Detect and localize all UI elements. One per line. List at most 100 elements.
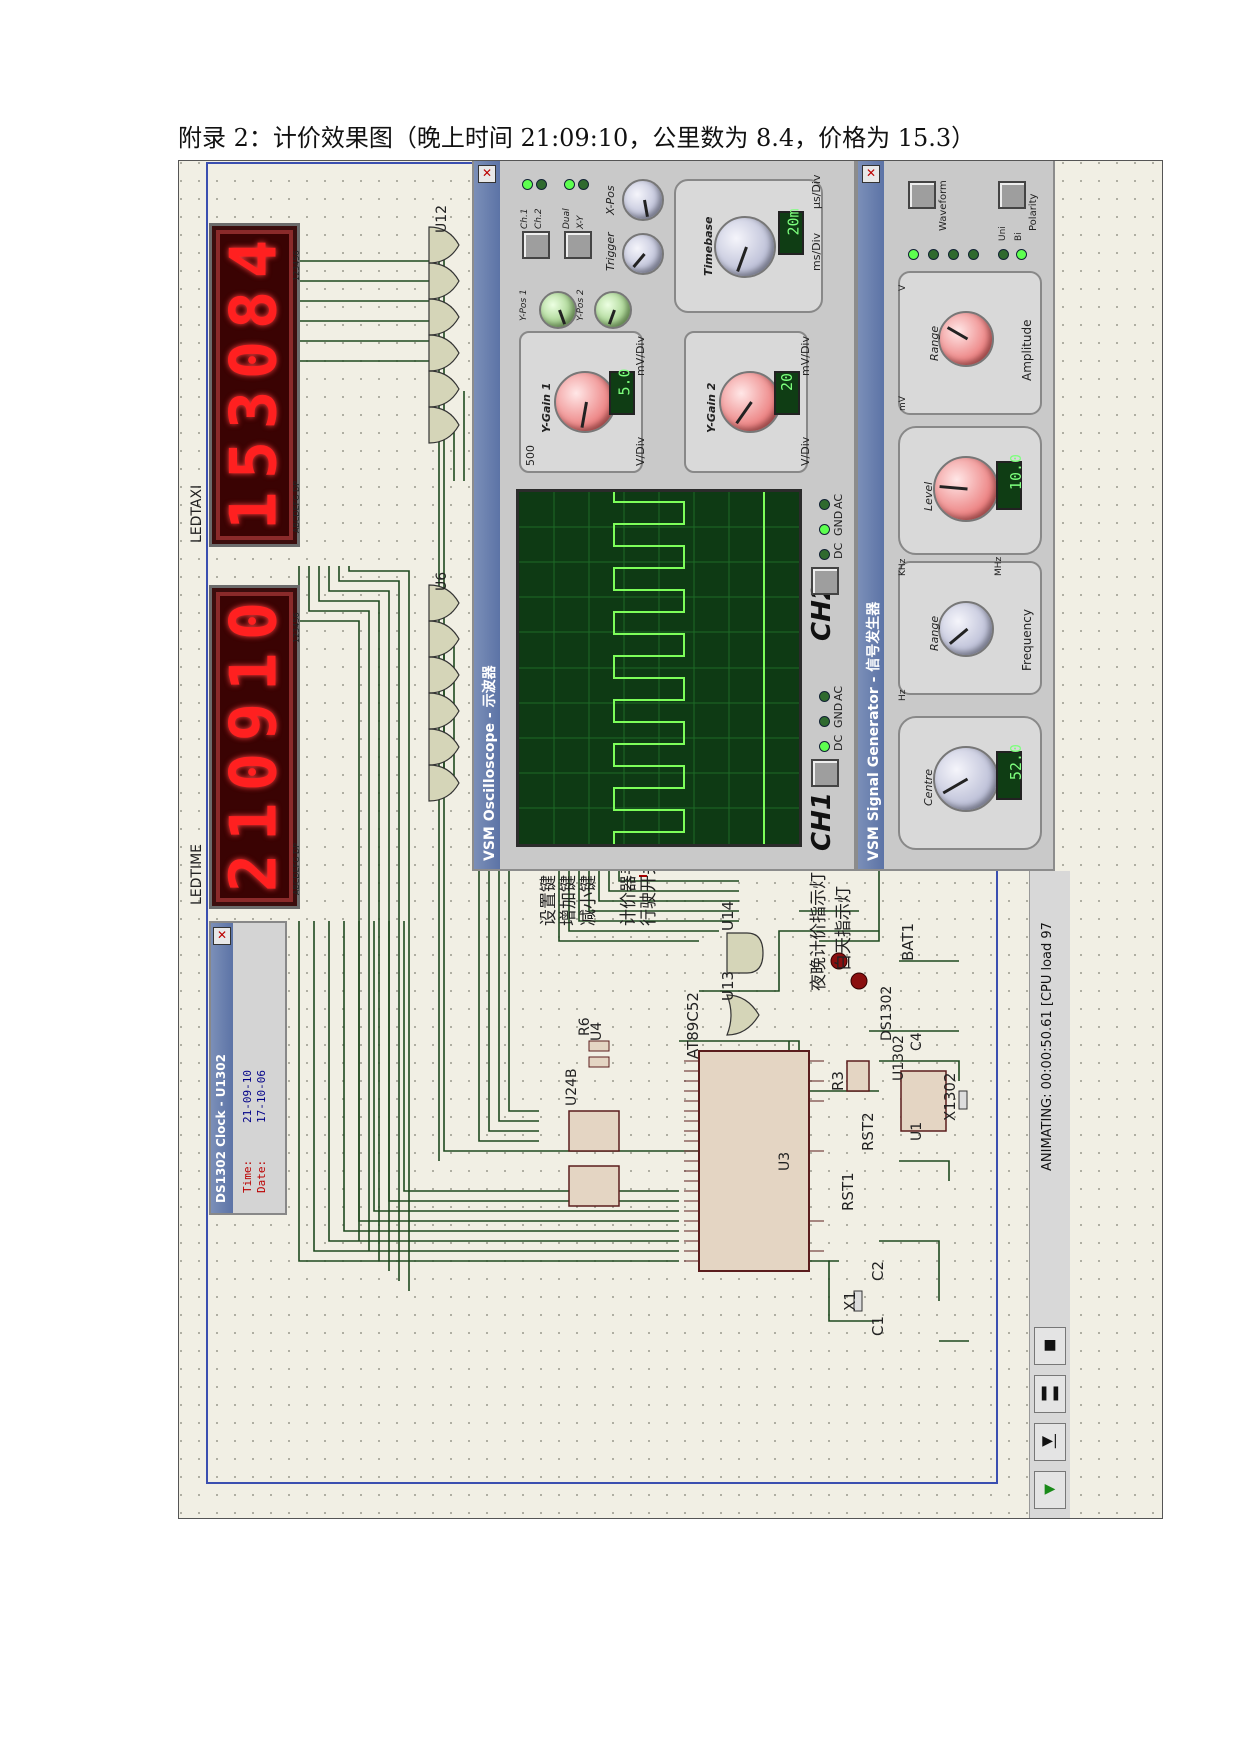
trigger-knob[interactable] <box>622 233 664 275</box>
taxi-digit-5: 5 <box>217 441 292 480</box>
wave-led-sine[interactable] <box>968 249 979 260</box>
proteus-simulation-screenshot: 4 8 0 3 5 1 LEDTAXI ABCDEFG DP 123456 0 … <box>178 160 1163 1519</box>
ypos2-knob[interactable] <box>594 291 632 329</box>
play-button[interactable]: ▶ <box>1034 1471 1066 1509</box>
mv-label: mV <box>898 396 908 411</box>
time-digit-2: 1 <box>217 652 292 691</box>
ygain1-unit-v: V/Div <box>634 436 647 466</box>
u4-label: U4 <box>589 1021 605 1041</box>
frequency-range-knob[interactable] <box>938 601 994 657</box>
ch2-mode-led[interactable] <box>536 179 547 190</box>
ch1-invert-button[interactable] <box>811 759 839 787</box>
ygain2-label: Y-Gain 2 <box>705 382 718 433</box>
ch2-mode-label: Ch.2 <box>534 208 544 229</box>
u14-label: U14 <box>719 900 737 931</box>
ledtaxi-pins-2: 123456 <box>292 250 301 281</box>
oscilloscope-titlebar[interactable] <box>474 161 500 869</box>
oscilloscope-close-button[interactable]: ✕ <box>478 165 496 183</box>
ds1302-label: DS1302 <box>879 985 895 1041</box>
ch2-gnd-led[interactable] <box>819 524 830 535</box>
signal-generator-titlebar[interactable] <box>858 161 884 869</box>
day-led <box>850 972 868 990</box>
crystal-x1 <box>853 1290 863 1312</box>
level-knob[interactable] <box>933 456 999 522</box>
ds1302-close-button[interactable]: ✕ <box>213 927 231 945</box>
ledtime-label: LEDTIME <box>189 843 205 905</box>
r3-resistor <box>846 1060 870 1092</box>
step-button[interactable]: ▶| <box>1034 1423 1066 1461</box>
level-label: Level <box>922 481 935 511</box>
day-lamp-label: 白天指示灯 <box>834 886 854 971</box>
c4-label: C4 <box>909 1032 925 1051</box>
ygain2-unit-v: V/Div <box>799 436 812 466</box>
time-digit-3: 9 <box>217 702 292 742</box>
ypos1-knob[interactable] <box>539 291 577 329</box>
ch1-ac-label: AC <box>832 685 845 701</box>
rst1-label: RST1 <box>839 1172 857 1211</box>
c1-label: C1 <box>869 1315 887 1336</box>
oscilloscope-window[interactable]: ✕ VSM Oscilloscope - 示波器 CH1 CH2 <box>472 161 856 871</box>
bi-label: Bi <box>1014 232 1024 241</box>
timebase-label: Timebase <box>702 216 715 276</box>
ygain1-unit-mv: mV/Div <box>634 336 647 376</box>
ds1302-chip <box>900 1070 947 1132</box>
wave-led-saw[interactable] <box>928 249 939 260</box>
v-label: V <box>898 284 908 291</box>
ch2-invert-button[interactable] <box>811 567 839 595</box>
pause-button[interactable]: ❚❚ <box>1034 1375 1066 1413</box>
x1-label: X1 <box>841 1291 859 1311</box>
uni-led[interactable] <box>998 249 1009 260</box>
ds1302-titlebar[interactable] <box>211 923 233 1213</box>
wave-led-square[interactable] <box>908 249 919 260</box>
channel-mode-button[interactable] <box>522 231 550 259</box>
dual-mode-button[interactable] <box>564 231 592 259</box>
status-text: ANIMATING: 00:00:50.61 [CPU load 97 <box>1040 922 1055 1171</box>
status-bar: ANIMATING: 00:00:50.61 [CPU load 97 ▶ ▶|… <box>1029 871 1070 1518</box>
ygain2-value: 20 <box>774 371 800 415</box>
level-value: 10.0 <box>996 454 1025 510</box>
nand-gates <box>428 226 460 802</box>
frequency-label: Frequency <box>1020 609 1034 671</box>
timebase-value: 20m <box>778 208 804 255</box>
ledtaxi-pins: ABCDEFG DP <box>292 481 301 533</box>
ch1-ac-led[interactable] <box>819 691 830 702</box>
oscilloscope-screen[interactable] <box>516 489 802 847</box>
ch1-gnd-led[interactable] <box>819 716 830 727</box>
ch1-dc-led[interactable] <box>819 741 830 752</box>
oscilloscope-title: VSM Oscilloscope - 示波器 <box>482 665 498 861</box>
centre-knob[interactable] <box>933 746 999 812</box>
amplitude-range-knob[interactable] <box>938 311 994 367</box>
wave-led-triangle[interactable] <box>948 249 959 260</box>
taxi-digit-4: 3 <box>217 390 292 430</box>
u14-gate <box>726 932 764 974</box>
ledtime-pins-2: 123456 <box>292 612 301 643</box>
at89c52-label: AT89C52 <box>684 992 702 1059</box>
timebase-knob[interactable] <box>714 216 776 278</box>
ds1302-date-value: 17-10-06 <box>255 1070 268 1123</box>
hz-label: Hz <box>898 689 908 702</box>
u13-gate <box>726 994 760 1036</box>
bat1-label: BAT1 <box>899 922 917 961</box>
ch2-ac-led[interactable] <box>819 499 830 510</box>
xy-mode-led[interactable] <box>578 179 589 190</box>
ch2-dc-led[interactable] <box>819 549 830 560</box>
polarity-button[interactable] <box>998 181 1026 209</box>
ygain2-unit-mv: mV/Div <box>799 336 812 376</box>
xpos-knob[interactable] <box>622 179 664 221</box>
centre-value: 52.0 <box>996 744 1025 800</box>
stop-button[interactable]: ■ <box>1034 1327 1066 1365</box>
at89c52-chip <box>698 1050 810 1272</box>
uni-label: Uni <box>998 226 1008 241</box>
ch1-mode-led[interactable] <box>522 179 533 190</box>
ygain2-knob[interactable] <box>719 371 781 433</box>
waveform-button[interactable] <box>908 181 936 209</box>
dual-mode-led[interactable] <box>564 179 575 190</box>
signal-generator-window[interactable]: ✕ VSM Signal Generator - 信号发生器 Centre 52… <box>856 161 1055 871</box>
bi-led[interactable] <box>1016 249 1027 260</box>
ch1-mode-label: Ch.1 <box>520 208 530 229</box>
polarity-label: Polarity <box>1028 193 1039 231</box>
ygain1-knob[interactable] <box>554 371 616 433</box>
u6-label: U6 <box>434 571 450 591</box>
ds1302-clock-window[interactable]: DS1302 Clock - U1302 ✕ Time: Date: 21-09… <box>209 921 287 1215</box>
signal-generator-close-button[interactable]: ✕ <box>862 165 880 183</box>
